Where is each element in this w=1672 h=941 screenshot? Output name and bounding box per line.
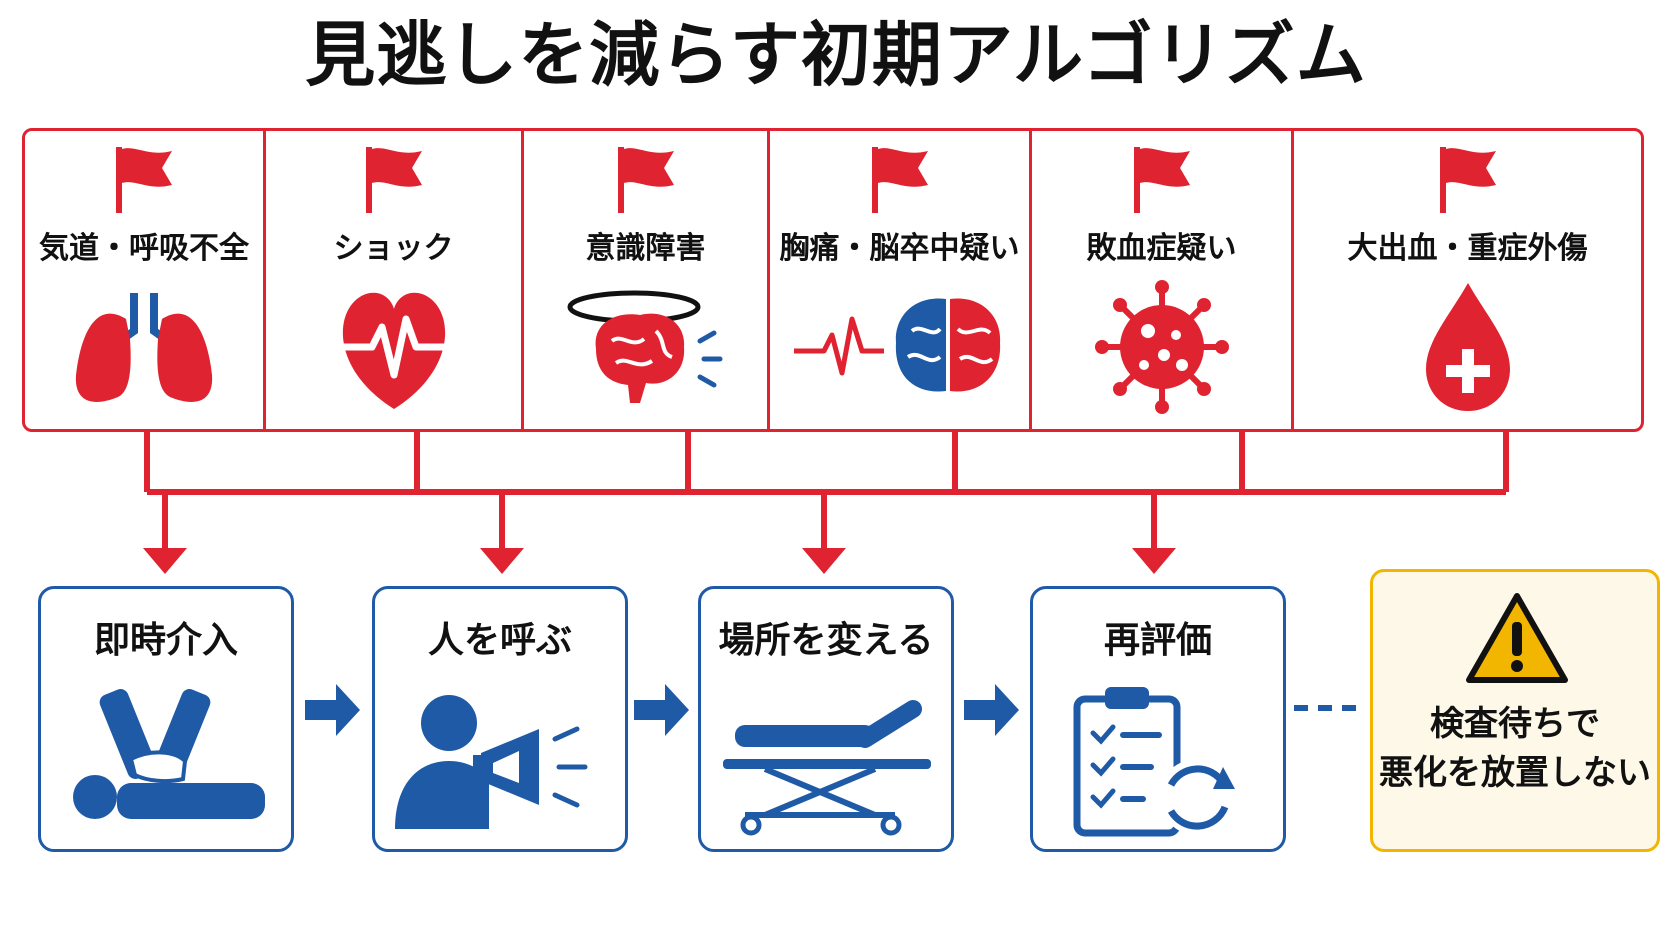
stretcher-icon [723, 700, 931, 836]
page-title: 見逃しを減らす初期アルゴリズム [305, 14, 1367, 96]
step-change-location: 場所を変える [698, 586, 954, 852]
red-flag-icon [1133, 147, 1190, 213]
dizzy-brain-icon [567, 290, 722, 403]
step-label: 再評価 [1103, 620, 1212, 661]
red-flag-icon [1439, 147, 1496, 213]
red-flag-airway: 気道・呼吸不全 [25, 131, 266, 429]
warning-triangle-icon [1466, 593, 1568, 683]
step-label: 人を呼ぶ [427, 620, 572, 661]
germ-icon [1094, 280, 1229, 414]
red-flag-shock: ショック [266, 131, 524, 429]
red-flag-label: 敗血症疑い [1086, 231, 1237, 266]
clipboard-reassess-icon [1073, 687, 1235, 837]
step-label: 場所を変える [718, 620, 934, 661]
red-flag-chest-stroke: 胸痛・脳卒中疑い [770, 131, 1032, 429]
heart-pulse-icon [339, 292, 448, 409]
red-flag-hemorrhage: 大出血・重症外傷 [1294, 131, 1641, 429]
red-flag-label: 大出血・重症外傷 [1347, 231, 1588, 266]
blood-drop-icon [1425, 283, 1510, 411]
red-flag-label: ショック [333, 231, 454, 266]
lungs-icon [75, 293, 213, 402]
warning-callout: 検査待ちで 悪化を放置しない [1370, 569, 1660, 852]
warning-line: 検査待ちで [1430, 704, 1600, 744]
red-flag-label: 意識障害 [585, 231, 706, 266]
warning-text: 検査待ちで 悪化を放置しない [1373, 700, 1657, 799]
warning-line: 悪化を放置しない [1379, 753, 1651, 794]
red-flag-label: 胸痛・脳卒中疑い [779, 231, 1020, 266]
cpr-icon [73, 689, 265, 819]
red-flag-icon [871, 147, 928, 213]
step-reassess: 再評価 [1030, 586, 1286, 852]
step-call-for-help: 人を呼ぶ [372, 586, 628, 852]
ecg-brain-icon [793, 298, 1000, 392]
red-flag-consciousness: 意識障害 [524, 131, 770, 429]
step-label: 即時介入 [93, 620, 238, 661]
red-flag-icon [617, 147, 674, 213]
step-immediate-intervention: 即時介入 [38, 586, 294, 852]
red-flag-icon [116, 147, 172, 213]
megaphone-person-icon [395, 695, 588, 829]
red-flag-sepsis: 敗血症疑い [1032, 131, 1294, 429]
red-flags-panel: 気道・呼吸不全 ショック 意識障害 [22, 128, 1644, 432]
red-flag-icon [365, 147, 422, 213]
red-flag-label: 気道・呼吸不全 [39, 231, 249, 266]
